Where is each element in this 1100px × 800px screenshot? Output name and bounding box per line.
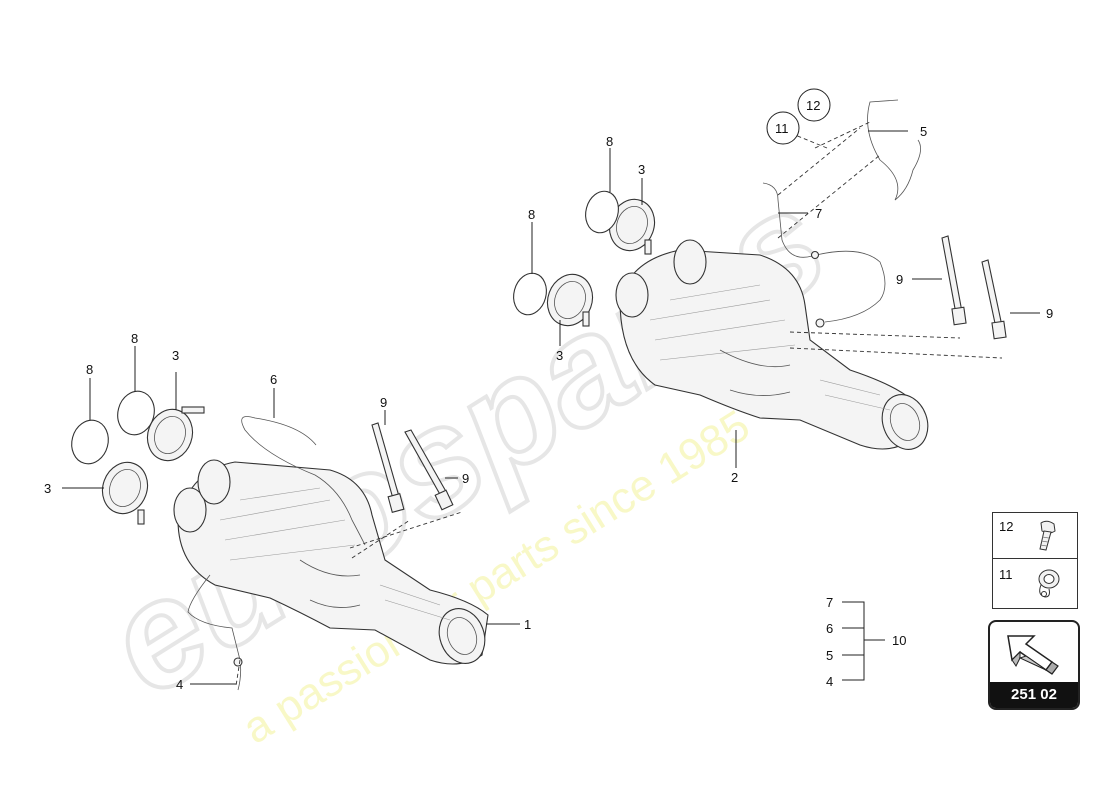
ring-right-lower[interactable] (509, 270, 551, 319)
callout-circle-12 (797, 88, 831, 122)
clamp-right-lower[interactable] (540, 268, 599, 332)
callout-3[interactable]: 3 (172, 348, 179, 363)
clamp-left-upper[interactable] (140, 403, 205, 467)
clamp-left-lower[interactable] (95, 456, 154, 525)
legend-number-11: 11 (999, 567, 1013, 582)
callout-12[interactable]: 12 (806, 98, 820, 113)
callout-6[interactable]: 6 (826, 621, 833, 636)
cable-left[interactable] (187, 574, 242, 691)
callout-10[interactable]: 10 (892, 633, 906, 648)
callout-8[interactable]: 8 (86, 362, 93, 377)
clamp-right-upper[interactable] (602, 193, 661, 257)
callout-9[interactable]: 9 (380, 395, 387, 410)
cable-right[interactable] (867, 99, 921, 201)
callout-11[interactable]: 11 (775, 121, 789, 136)
group-bracket (842, 601, 885, 681)
ring-left-lower[interactable] (67, 416, 113, 468)
sensor-cable-left[interactable] (241, 416, 366, 546)
callout-3[interactable]: 3 (638, 162, 645, 177)
callout-8[interactable]: 8 (606, 134, 613, 149)
callout-4[interactable]: 4 (826, 674, 833, 689)
ring-right-upper[interactable] (581, 188, 623, 237)
legend-row-12[interactable]: 12 (993, 513, 1077, 559)
callout-5[interactable]: 5 (826, 648, 833, 663)
callout-9[interactable]: 9 (1046, 306, 1053, 321)
callout-8[interactable]: 8 (131, 331, 138, 346)
parts-legend: 12 11 (992, 512, 1078, 609)
legend-row-11[interactable]: 11 (993, 561, 1077, 606)
sensor-cable-right[interactable] (762, 182, 886, 323)
lambda-sensor-right-1[interactable] (941, 235, 967, 326)
lambda-sensor-right-2[interactable] (981, 259, 1007, 340)
lambda-sensor-left-2[interactable] (404, 429, 454, 511)
lambda-sensor-left-1[interactable] (371, 422, 405, 513)
navigation-card[interactable]: 251 02 (988, 620, 1080, 710)
catalytic-converter-right[interactable] (615, 239, 935, 456)
callout-7[interactable]: 7 (826, 595, 833, 610)
callout-9[interactable]: 9 (896, 272, 903, 287)
ring-left-upper[interactable] (113, 387, 159, 439)
arrow-icon (1007, 635, 1059, 675)
callout-9[interactable]: 9 (462, 471, 469, 486)
callout-2[interactable]: 2 (731, 470, 738, 485)
callout-6[interactable]: 6 (270, 372, 277, 387)
callout-3[interactable]: 3 (556, 348, 563, 363)
callout-8[interactable]: 8 (528, 207, 535, 222)
callout-7[interactable]: 7 (815, 206, 822, 221)
catalytic-converter-left[interactable] (173, 459, 492, 670)
bolt-icon (1039, 520, 1056, 551)
clamp-icon (1038, 569, 1060, 598)
callout-5[interactable]: 5 (920, 124, 927, 139)
callout-circle-11 (766, 111, 800, 145)
legend-number-12: 12 (999, 519, 1014, 534)
callout-1[interactable]: 1 (524, 617, 531, 632)
page-reference-label: 251 02 (990, 682, 1078, 708)
callout-3[interactable]: 3 (44, 481, 51, 496)
callout-4[interactable]: 4 (176, 677, 183, 692)
